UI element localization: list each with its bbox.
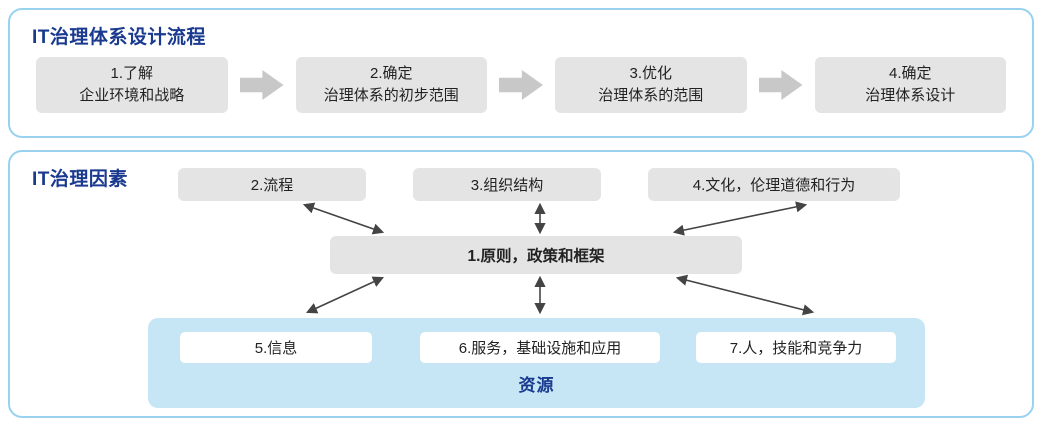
process-step-3-line1: 3.优化: [629, 64, 672, 82]
process-step-2-line2: 治理体系的初步范围: [323, 87, 459, 104]
process-panel: IT治理体系设计流程 1.了解 企业环境和战略 2.确定 治理体系的初步范围 3…: [8, 8, 1034, 138]
factor-culture-ethics-behavior: 4.文化，伦理道德和行为: [648, 168, 900, 201]
process-step-3: 3.优化 治理体系的范围: [555, 57, 747, 113]
flow-arrow-icon: [239, 70, 284, 100]
process-step-3-line2: 治理体系的范围: [598, 87, 704, 104]
arrow-center-to-culture: [672, 201, 808, 236]
process-step-2-line1: 2.确定: [369, 64, 413, 82]
factor-process: 2.流程: [178, 168, 366, 201]
process-step-1-line1: 1.了解: [110, 64, 153, 82]
flow-arrow-icon: [758, 70, 803, 100]
process-steps-row: 1.了解 企业环境和战略 2.确定 治理体系的初步范围 3.优化 治理体系的范围…: [36, 57, 1006, 113]
process-step-4-line1: 4.确定: [888, 64, 932, 82]
factor-services-infrastructure-applications: 6.服务，基础设施和应用: [420, 332, 660, 363]
process-step-2: 2.确定 治理体系的初步范围: [295, 57, 487, 113]
arrow-center-to-process: [302, 202, 385, 235]
process-step-1-line2: 企业环境和战略: [79, 87, 185, 104]
process-step-1: 1.了解 企业环境和战略: [36, 57, 228, 113]
resources-label: 资源: [518, 376, 555, 395]
flow-arrow-icon: [499, 70, 543, 100]
factor-principles-policies-frameworks: 1.原则，政策和框架: [330, 236, 742, 274]
process-step-4-line2: 治理体系设计: [865, 87, 956, 104]
factors-panel-title: IT治理因素: [32, 169, 128, 190]
arrow-center-to-people: [675, 274, 815, 316]
factor-people-skills-competencies: 7.人，技能和竞争力: [696, 332, 896, 363]
factor-information: 5.信息: [180, 332, 372, 363]
process-panel-title: IT治理体系设计流程: [32, 27, 206, 48]
resources-container: 5.信息 6.服务，基础设施和应用 7.人，技能和竞争力 资源: [148, 318, 925, 408]
arrow-center-to-information: [305, 276, 385, 314]
factor-org-structure: 3.组织结构: [413, 168, 601, 201]
process-step-4: 4.确定 治理体系设计: [814, 57, 1006, 113]
factors-panel: IT治理因素 2.流程 3.组织结构 4.文化，伦理道德和行为 1.原则，政策和…: [8, 150, 1034, 418]
